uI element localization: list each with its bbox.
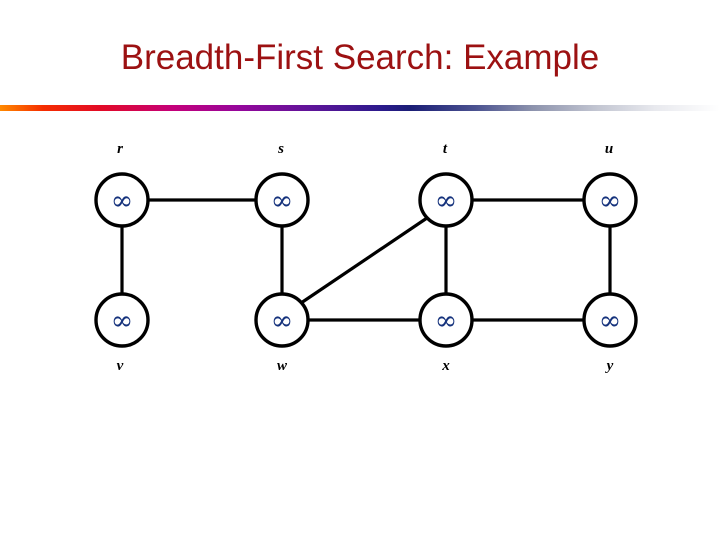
node-distance-value-w: ∞ bbox=[271, 306, 294, 337]
node-label-v: v bbox=[117, 358, 124, 374]
graph-node-v[interactable]: ∞v bbox=[94, 292, 150, 374]
node-label-u: u bbox=[605, 141, 613, 157]
node-label-w: w bbox=[277, 358, 288, 374]
node-circle-u[interactable] bbox=[582, 172, 638, 228]
node-label-x: x bbox=[441, 358, 450, 374]
graph-edge-t-w bbox=[300, 216, 428, 305]
title-divider-rule bbox=[0, 105, 720, 111]
node-circle-w[interactable] bbox=[254, 292, 310, 348]
graph-canvas: ∞r∞s∞t∞u∞v∞w∞x∞y bbox=[94, 141, 638, 374]
node-circle-x[interactable] bbox=[418, 292, 474, 348]
node-distance-value-u: ∞ bbox=[599, 186, 622, 217]
node-circle-y[interactable] bbox=[582, 292, 638, 348]
node-label-t: t bbox=[443, 141, 448, 157]
graph-node-u[interactable]: ∞u bbox=[582, 141, 638, 228]
node-label-y: y bbox=[605, 358, 614, 374]
node-circle-t[interactable] bbox=[418, 172, 474, 228]
node-circle-v[interactable] bbox=[94, 292, 150, 348]
node-distance-value-r: ∞ bbox=[111, 186, 134, 217]
graph-node-t[interactable]: ∞t bbox=[418, 141, 474, 228]
graph-node-w[interactable]: ∞w bbox=[254, 292, 310, 374]
graph-node-r[interactable]: ∞r bbox=[94, 141, 150, 228]
node-distance-value-t: ∞ bbox=[435, 186, 458, 217]
node-label-r: r bbox=[117, 141, 123, 157]
node-circle-s[interactable] bbox=[254, 172, 310, 228]
node-circle-r[interactable] bbox=[94, 172, 150, 228]
page-title: Breadth-First Search: Example bbox=[120, 38, 600, 77]
graph-edges-group bbox=[120, 198, 612, 322]
node-distance-value-x: ∞ bbox=[435, 306, 458, 337]
graph-node-s[interactable]: ∞s bbox=[254, 141, 310, 228]
node-distance-value-s: ∞ bbox=[271, 186, 294, 217]
bfs-graph-figure: ∞r∞s∞t∞u∞v∞w∞x∞y bbox=[0, 120, 720, 390]
node-distance-value-v: ∞ bbox=[111, 306, 134, 337]
graph-node-x[interactable]: ∞x bbox=[418, 292, 474, 374]
graph-node-y[interactable]: ∞y bbox=[582, 292, 638, 374]
graph-nodes-group: ∞r∞s∞t∞u∞v∞w∞x∞y bbox=[94, 141, 638, 374]
node-label-s: s bbox=[277, 141, 284, 157]
node-distance-value-y: ∞ bbox=[599, 306, 622, 337]
